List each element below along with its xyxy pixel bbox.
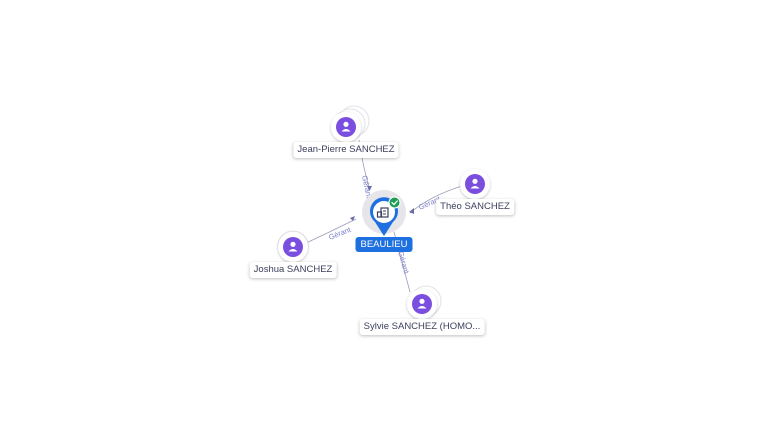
person-icon — [412, 294, 432, 314]
person-icon — [465, 174, 485, 194]
company-label[interactable]: BEAULIEU — [355, 237, 413, 252]
person-label-jean-pierre[interactable]: Jean-Pierre SANCHEZ — [293, 142, 399, 158]
person-icon — [336, 117, 356, 137]
edge-joshua: Gérant — [303, 216, 357, 245]
building-icon — [376, 207, 389, 218]
person-label-joshua[interactable]: Joshua SANCHEZ — [249, 262, 337, 278]
person-label-theo[interactable]: Théo SANCHEZ — [436, 199, 514, 215]
check-badge-icon — [388, 196, 401, 209]
person-node-theo[interactable] — [460, 169, 490, 199]
person-node-sylvie[interactable] — [407, 285, 442, 319]
person-node-jean-pierre[interactable] — [331, 105, 370, 142]
edge-label-sylvie: Gérant — [396, 250, 411, 275]
person-icon — [283, 237, 303, 257]
person-node-joshua[interactable] — [277, 230, 309, 262]
company-node[interactable] — [362, 190, 406, 236]
person-label-sylvie[interactable]: Sylvie SANCHEZ (HOMO... — [359, 319, 485, 335]
